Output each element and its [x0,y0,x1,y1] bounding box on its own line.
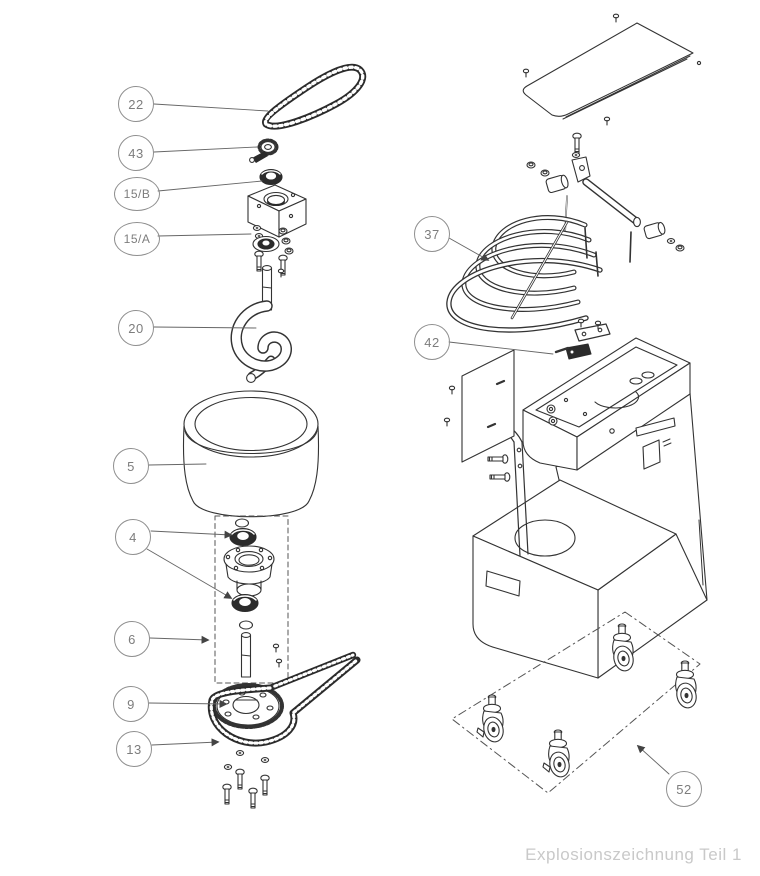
spiral-hook-20-icon [230,300,292,383]
base-mounting-bolts [222,750,270,809]
callout-42: 42 [414,324,450,360]
callout-37: 37 [414,216,450,252]
drive-sprocket-9-icon [212,683,284,729]
leader-lines [146,103,670,775]
bearing-housing-group-6 [214,515,289,684]
callout-9: 9 [113,686,149,722]
callout-5: 5 [113,448,149,484]
tensioner-sprocket-43-icon [249,138,279,163]
bowl-guard-37 [446,215,603,333]
caster-plane-outline [451,611,701,794]
drive-chain-22-icon [262,63,367,130]
mixing-bowl-5 [182,390,320,518]
flange-hub [223,545,275,597]
callout-4: 4 [115,519,151,555]
side-panel [443,349,515,463]
bearing-15b-icon [259,168,283,186]
machine-body [472,337,708,679]
callout-52: 52 [666,771,702,807]
callout-15b: 15/B [114,177,160,211]
callout-15a: 15/A [114,222,160,256]
callout-6: 6 [114,621,150,657]
gearbox-block-15a [247,184,307,238]
tilt-linkage-arm [526,132,685,263]
callout-43: 43 [118,135,154,171]
callout-22: 22 [118,86,154,122]
drawing-caption: Explosionszeichnung Teil 1 [525,845,742,864]
gearbox-fasteners [252,225,294,276]
callout-13: 13 [116,731,152,767]
drive-chain-13-icon [207,651,361,747]
safety-switch-42 [554,318,611,360]
upper-bearing-4-icon [229,527,257,547]
lower-bearing-4-icon [231,593,259,613]
lid-panel [522,13,702,126]
callout-20: 20 [118,310,154,346]
